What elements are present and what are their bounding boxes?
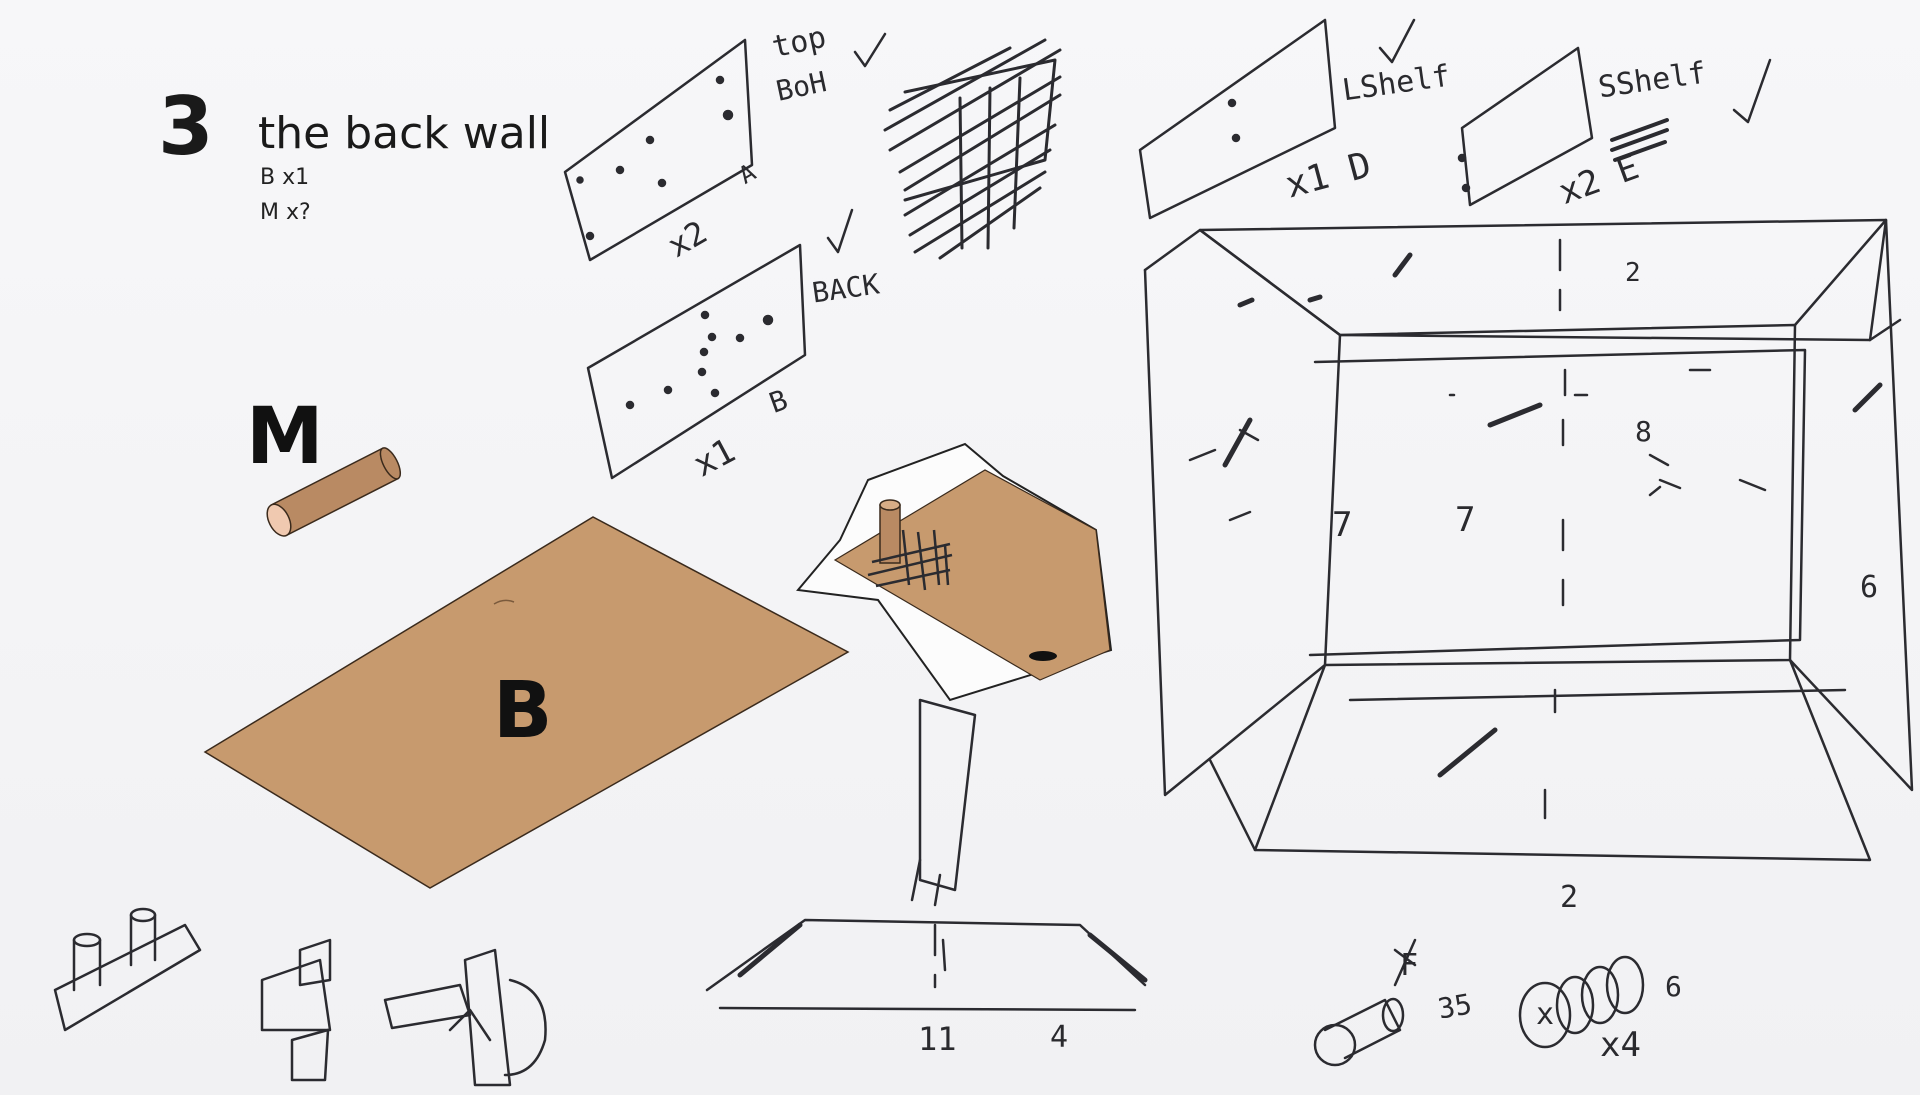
sketch-panel-b <box>586 243 807 480</box>
check-mark-sshelf <box>1732 58 1772 124</box>
sketch-panel-lshelf <box>1138 18 1337 220</box>
note-box-left-number-a: 7 <box>1332 505 1353 545</box>
note-hardware-x4: x4 <box>1600 1025 1641 1065</box>
dowel-m <box>266 447 402 537</box>
quantity-b: B x1 <box>260 165 310 190</box>
sketch-dowel-joint <box>53 907 202 1032</box>
note-box-back-number: 8 <box>1635 415 1652 448</box>
sketch-hinge <box>260 938 332 1082</box>
check-mark-lshelf <box>1378 18 1416 64</box>
board-b <box>203 516 850 889</box>
step-title: the back wall <box>258 108 551 159</box>
sketch-panel-a <box>563 38 754 262</box>
check-mark-back <box>826 208 854 254</box>
zoom-callout <box>796 442 1113 702</box>
sketch-long-panel <box>705 698 1148 1012</box>
sketch-bracket <box>383 948 547 1087</box>
part-label-m: M <box>246 392 324 482</box>
note-box-right-number: 6 <box>1860 570 1879 605</box>
part-label-b: B <box>493 666 553 756</box>
note-box-left-number-b: 7 <box>1455 500 1476 540</box>
note-box-top-number: 2 <box>1625 258 1641 288</box>
sketch-hardware-cams <box>1518 955 1645 1049</box>
board-b-mark <box>493 599 515 605</box>
sketch-hardware-f <box>1313 938 1417 1067</box>
note-hardware-x: x <box>1536 997 1555 1032</box>
note-box-bottom-number: 2 <box>1560 880 1579 915</box>
sketch-panel-sshelf <box>1457 46 1669 207</box>
note-hardware-6: 6 <box>1665 970 1682 1003</box>
scribbled-panel <box>883 38 1062 260</box>
step-number: 3 <box>158 80 214 173</box>
note-bottom-4: 4 <box>1050 1020 1069 1055</box>
sketch-assembled-box <box>1143 218 1914 862</box>
note-hardware-f: F <box>1400 948 1419 983</box>
note-bottom-11: 11 <box>918 1020 957 1058</box>
check-mark-top <box>853 32 887 68</box>
note-hardware-35: 35 <box>1435 987 1475 1026</box>
quantity-m: M x? <box>260 200 311 225</box>
